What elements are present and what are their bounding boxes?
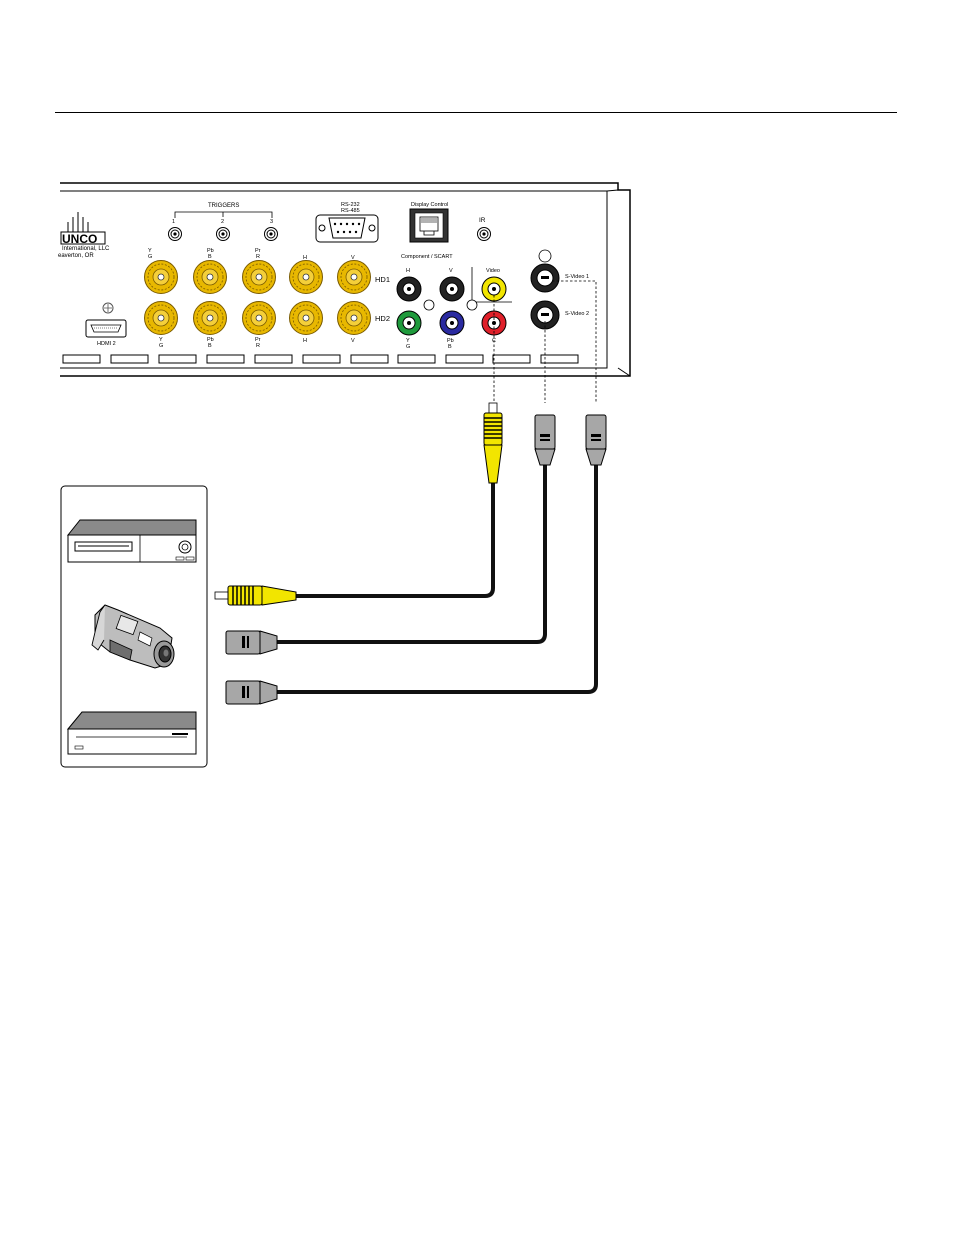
cables [276, 463, 596, 692]
bnc-bot-label-4a: H [303, 338, 307, 344]
trigger-jack-3[interactable] [265, 228, 278, 241]
rca-pb-jack[interactable] [440, 311, 464, 335]
hd1-bnc-row [145, 261, 371, 294]
trigger-num-2: 2 [221, 219, 224, 225]
rca-v-jack[interactable] [440, 277, 464, 301]
vent-slots [63, 355, 578, 363]
bnc-bot-label-1b: G [159, 343, 163, 349]
ir-jack[interactable] [478, 228, 491, 241]
rca-top-label-h: H [406, 268, 410, 274]
rca-plug-left [215, 586, 296, 605]
trigger-num-1: 1 [172, 219, 175, 225]
bnc-top-label-1b: G [148, 254, 152, 260]
rs485-label: RS-485 [341, 208, 360, 214]
rca-top-label-video: Video [486, 268, 500, 274]
svideo-plug-left-1 [226, 631, 277, 654]
rca-h-jack[interactable] [397, 277, 421, 301]
hdmi-port[interactable]: HDMI 2 [86, 303, 126, 347]
rca-plug-top [484, 403, 502, 483]
hd1-bnc-h[interactable] [290, 261, 323, 294]
rca-bot-label-1b: G [406, 344, 410, 350]
svideo-2-jack[interactable] [531, 301, 559, 329]
hd2-bnc-pb[interactable] [194, 302, 227, 335]
svideo-1-label: S-Video 1 [565, 274, 589, 280]
triggers-group: TRIGGERS 1 2 3 [169, 203, 278, 241]
svideo-1-jack[interactable] [531, 264, 559, 292]
bnc-top-label-3b: R [256, 254, 260, 260]
bnc-bot-label-2b: B [208, 343, 212, 349]
rca-bottom-row [397, 311, 506, 335]
hd2-bnc-row [145, 302, 371, 335]
logo-text: UNCO [62, 232, 97, 246]
hdmi-label: HDMI 2 [97, 341, 116, 347]
rs232-port[interactable]: RS-232 RS-485 [316, 202, 378, 242]
hd2-bnc-y[interactable] [145, 302, 178, 335]
hd1-bnc-y[interactable] [145, 261, 178, 294]
display-control-label: Display Control [411, 202, 448, 208]
trigger-jack-1[interactable] [169, 228, 182, 241]
bnc-bottom-labels: Y G Pb B Pr R H V [159, 337, 355, 349]
svideo-group: S-Video 1 S-Video 2 [531, 250, 589, 329]
hd1-bnc-v[interactable] [338, 261, 371, 294]
hd1-bnc-pr[interactable] [243, 261, 276, 294]
rca-top-label-v: V [449, 268, 453, 274]
trigger-num-3: 3 [270, 219, 273, 225]
svideo-2-label: S-Video 2 [565, 311, 589, 317]
hd2-bnc-v[interactable] [338, 302, 371, 335]
dashed-guides [494, 281, 596, 403]
triggers-label: TRIGGERS [208, 203, 239, 209]
ir-port[interactable]: IR [478, 217, 491, 241]
source-devices-box [61, 486, 207, 767]
hd2-bnc-pr[interactable] [243, 302, 276, 335]
ir-label: IR [479, 217, 486, 224]
display-control-port[interactable]: Display Control [410, 202, 448, 242]
component-scart-label: Component / SCART [401, 254, 453, 260]
svideo-plug-left-2 [226, 681, 277, 704]
hd1-label: HD1 [375, 275, 390, 284]
trigger-jack-2[interactable] [217, 228, 230, 241]
dvd-player-icon [68, 712, 196, 754]
hd2-bnc-h[interactable] [290, 302, 323, 335]
bnc-top-label-2b: B [208, 254, 212, 260]
bnc-bot-label-3b: R [256, 343, 260, 349]
rca-top-row [397, 277, 506, 301]
svideo-plug-top-1 [535, 415, 555, 465]
composite-cable [295, 483, 493, 596]
vcr-icon [68, 520, 196, 562]
company-logo: UNCO International, LLC eaverton, OR [58, 212, 110, 259]
svideo-plug-top-2 [586, 415, 606, 465]
svideo-cable-2 [276, 463, 596, 692]
hd2-label: HD2 [375, 314, 390, 323]
company-line-2: eaverton, OR [58, 253, 94, 259]
company-line-1: International, LLC [62, 246, 110, 252]
bnc-top-labels: Y G Pb B Pr R H V [148, 248, 355, 261]
bnc-bot-label-5a: V [351, 338, 355, 344]
hd1-bnc-pb[interactable] [194, 261, 227, 294]
svideo-cable-1 [276, 463, 545, 642]
rca-y-jack[interactable] [397, 311, 421, 335]
rca-bot-label-2b: B [448, 344, 452, 350]
